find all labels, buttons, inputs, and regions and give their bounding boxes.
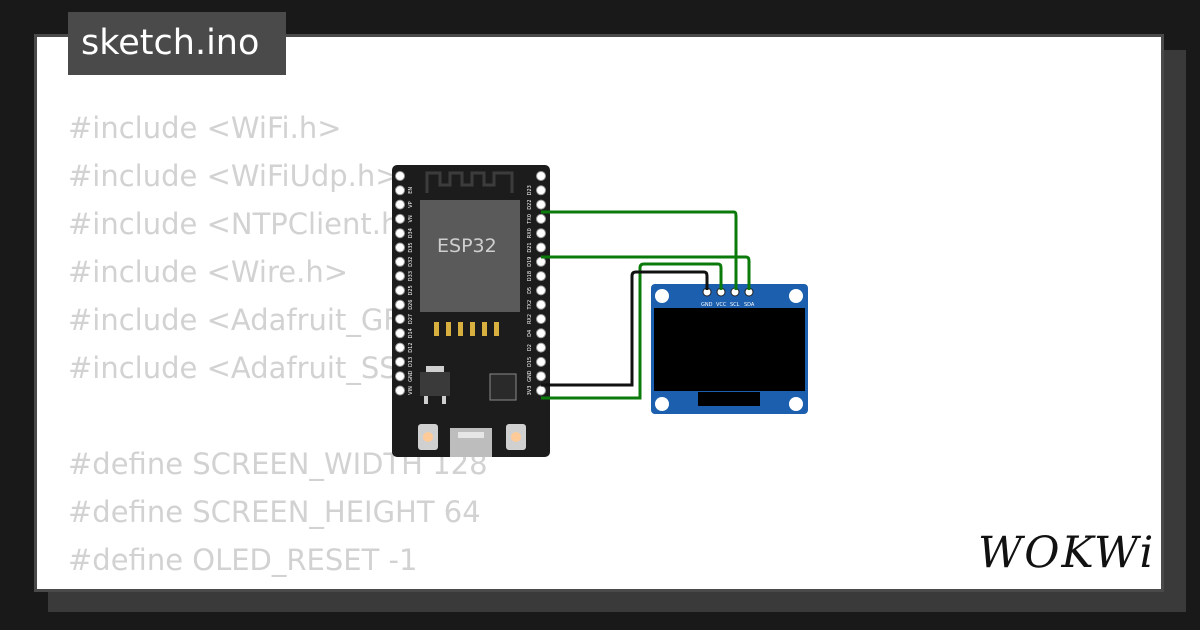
wire-gnd[interactable]	[541, 270, 709, 387]
pin-label: D12	[408, 342, 414, 352]
pin-label: VP	[408, 201, 414, 207]
pin-label: 3V3	[527, 386, 533, 396]
esp32-module	[420, 200, 520, 312]
oled-pin-label: VCC	[716, 302, 727, 308]
pin-label: VIN	[408, 386, 414, 395]
pin-label: D27	[408, 314, 414, 324]
pin-label: D4	[527, 330, 533, 337]
pin-hole[interactable]	[536, 328, 546, 339]
pin-label: D13	[408, 357, 414, 367]
left-pin-header	[395, 171, 405, 396]
oled-display[interactable]: GND VCC SCL SDA	[651, 284, 808, 414]
oled-pin-label: GND	[701, 302, 713, 308]
pin-hole[interactable]	[395, 242, 405, 253]
wire-sda[interactable]	[541, 255, 751, 290]
pin-hole[interactable]	[395, 328, 405, 339]
esp32-board[interactable]: ESP32 ENVPVND34D35D32D33D25D26D27D14D12D…	[392, 165, 550, 457]
pin-hole[interactable]	[395, 228, 405, 239]
esp32-label: ESP32	[437, 235, 497, 257]
pin-label: GND	[527, 370, 533, 382]
pin-label: RX0	[527, 228, 533, 238]
code-line: #include <Wire.h>	[68, 255, 349, 289]
pin-hole[interactable]	[395, 256, 405, 267]
pin-label: D15	[527, 357, 533, 367]
pin-label: GND	[408, 370, 414, 382]
pin-label: D22	[527, 199, 533, 209]
pin-hole[interactable]	[536, 213, 546, 224]
preview-card	[34, 34, 1164, 592]
pin-hole[interactable]	[536, 356, 546, 367]
oled-screen	[654, 308, 805, 391]
pin-label: TX2	[527, 300, 533, 311]
pin-label: D14	[408, 328, 414, 338]
pin-hole[interactable]	[536, 228, 546, 239]
pin-hole[interactable]	[395, 271, 405, 282]
pin-hole[interactable]	[395, 356, 405, 367]
pin-hole[interactable]	[395, 314, 405, 324]
pin-hole[interactable]	[395, 342, 405, 353]
code-line: #define OLED_RESET -1	[68, 543, 418, 577]
pin-hole[interactable]	[536, 171, 546, 181]
pin-label: RX2	[527, 314, 533, 324]
pin-hole[interactable]	[536, 242, 546, 253]
oled-pin-label: SCL	[730, 302, 740, 308]
wire-scl[interactable]	[541, 210, 738, 290]
pin-label: D25	[408, 285, 414, 295]
pin-hole[interactable]	[536, 385, 546, 396]
oled-pin-label: SDA	[744, 302, 755, 308]
pin-hole[interactable]	[536, 314, 546, 324]
pin-hole[interactable]	[395, 171, 405, 181]
pin-label: D19	[527, 257, 533, 267]
pin-hole[interactable]	[395, 185, 405, 196]
pin-hole[interactable]	[395, 199, 405, 210]
pin-hole[interactable]	[536, 342, 546, 353]
pin-label: D33	[408, 271, 414, 281]
voltage-regulator	[420, 372, 450, 396]
code-line: #define SCREEN_HEIGHT 64	[68, 495, 481, 529]
code-line: #include <WiFiUdp.h>	[68, 159, 400, 193]
code-line: #include <NTPClient.h>	[68, 207, 424, 241]
usb-chip	[489, 373, 517, 401]
pin-hole[interactable]	[395, 385, 405, 396]
pin-label: D18	[527, 271, 533, 281]
pin-hole[interactable]	[536, 256, 546, 267]
antenna-trace	[425, 171, 514, 193]
pin-hole[interactable]	[395, 285, 405, 296]
pin-hole[interactable]	[536, 299, 546, 310]
pin-hole[interactable]	[536, 285, 546, 296]
pin-label: D21	[527, 242, 533, 252]
pin-label: TX0	[527, 214, 533, 225]
code-line: #include <WiFi.h>	[68, 111, 342, 145]
reset-button[interactable]	[506, 424, 526, 450]
module-pads	[434, 322, 499, 336]
pin-hole[interactable]	[536, 271, 546, 282]
pin-hole[interactable]	[395, 213, 405, 224]
pin-hole[interactable]	[395, 371, 405, 382]
pin-label: D5	[527, 287, 533, 294]
wire-vcc[interactable]	[541, 262, 723, 400]
wokwi-logo[interactable]: WOKWi	[978, 528, 1156, 578]
pin-hole[interactable]	[536, 371, 546, 382]
pin-label: D35	[408, 242, 414, 252]
pin-hole[interactable]	[536, 185, 546, 196]
code-preview: #include <WiFi.h> #include <WiFiUdp.h> #…	[68, 104, 546, 584]
pin-label: EN	[408, 187, 414, 194]
pin-label: D2	[527, 344, 533, 351]
boot-button[interactable]	[418, 424, 438, 450]
pin-label: D34	[408, 228, 414, 238]
pin-hole[interactable]	[395, 299, 405, 310]
pin-label: D23	[527, 185, 533, 195]
pin-label: D26	[408, 300, 414, 310]
right-pin-header	[536, 171, 546, 396]
pin-label: VN	[408, 215, 414, 222]
pin-hole[interactable]	[536, 199, 546, 210]
pin-label: D32	[408, 257, 414, 267]
file-tab[interactable]: sketch.ino	[68, 12, 286, 75]
